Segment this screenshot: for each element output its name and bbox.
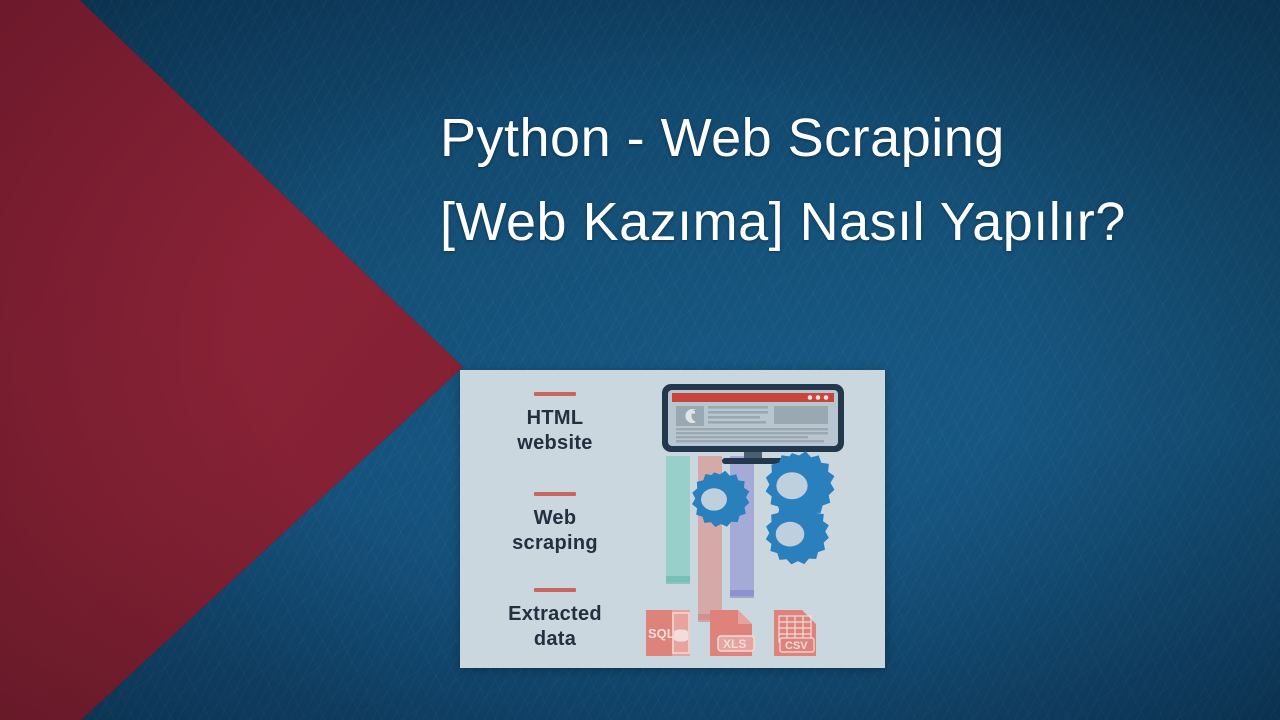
- step-label-line-1: Web: [533, 507, 577, 529]
- gear-icon: [692, 470, 750, 527]
- xls-file-icon: XLS: [710, 610, 755, 656]
- infographic-card: HTML website Web scraping Extracted data: [460, 370, 885, 668]
- sql-file-label: SQL: [648, 626, 675, 641]
- teal-column: [666, 456, 690, 582]
- purple-column-foot: [730, 590, 754, 598]
- chevron-decoration: [0, 0, 464, 720]
- gear-icon: [765, 502, 829, 565]
- window-dot-icon: [823, 395, 829, 400]
- accent-dash-icon: [534, 492, 576, 496]
- accent-dash-icon: [534, 588, 576, 592]
- accent-dash-icon: [534, 392, 576, 396]
- step-web-scraping: Web scraping: [470, 492, 640, 556]
- window-dot-icon: [815, 395, 821, 400]
- browser-titlebar: [672, 393, 834, 402]
- site-sidebar-block: [774, 406, 828, 424]
- xls-file-label: XLS: [723, 637, 746, 651]
- csv-file-icon: CSV: [774, 610, 816, 656]
- step-extracted-data: Extracted data: [470, 588, 640, 652]
- gears-group: [692, 451, 835, 565]
- monitor-icon: [662, 384, 844, 464]
- file-icons-group: SQL XLS: [646, 610, 816, 656]
- step-label-line-2: data: [533, 628, 577, 650]
- step-label-line-2: website: [517, 432, 593, 454]
- step-label-line-2: scraping: [512, 532, 598, 554]
- gear-icon: [765, 451, 835, 519]
- step-label-line-1: HTML: [526, 407, 584, 429]
- infographic-artwork: SQL XLS: [646, 384, 844, 656]
- page-title: Python - Web Scraping [Web Kazıma] Nasıl…: [440, 96, 1240, 264]
- step-label-line-1: Extracted: [508, 603, 602, 625]
- csv-file-label: CSV: [785, 640, 808, 652]
- sql-file-icon: SQL: [646, 610, 690, 656]
- step-html-website: HTML website: [470, 392, 640, 456]
- window-dot-icon: [807, 395, 813, 400]
- title-line-2: [Web Kazıma] Nasıl Yapılır?: [440, 192, 1126, 252]
- teal-column-foot: [666, 576, 690, 584]
- title-line-1: Python - Web Scraping: [440, 108, 1005, 168]
